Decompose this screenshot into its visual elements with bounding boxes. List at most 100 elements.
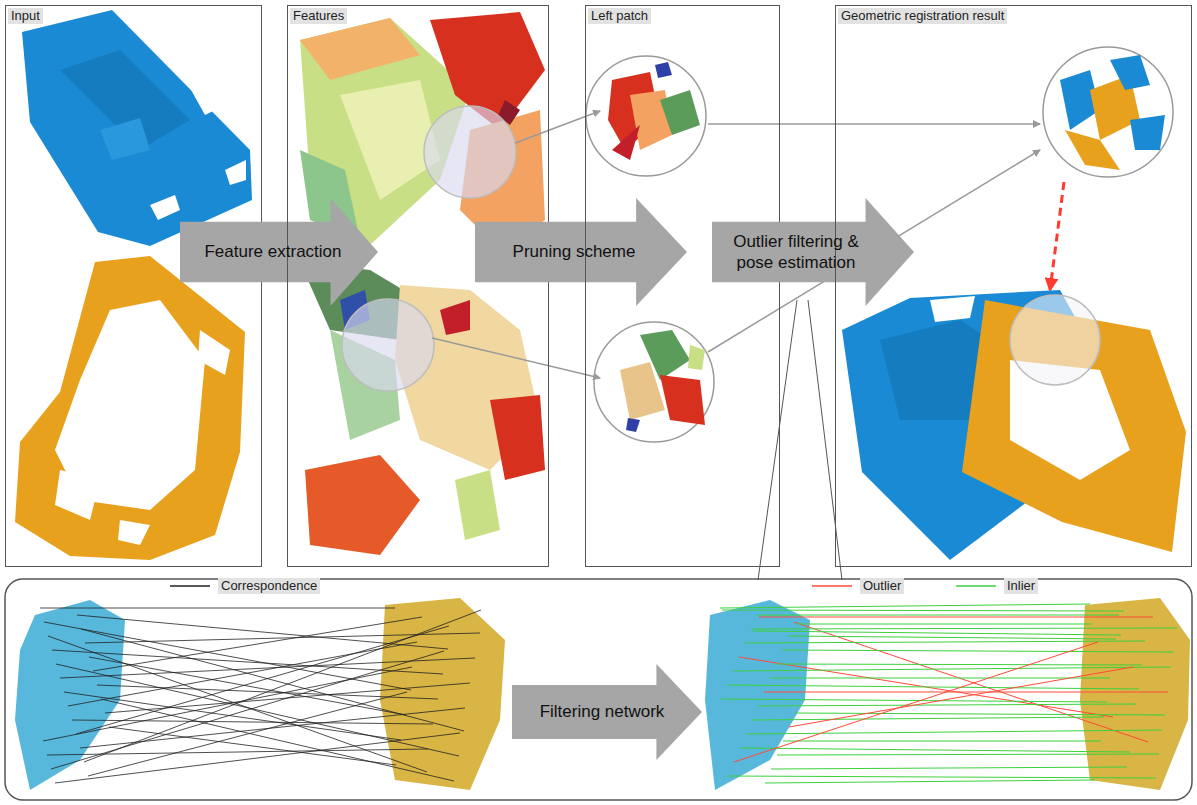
correspondence-line [776, 664, 1142, 665]
source-cloud [22, 10, 252, 246]
legend-text: Outlier [860, 578, 904, 594]
polygon-shape [100, 118, 150, 160]
correspondence-line [795, 713, 1165, 715]
correspondence-line [734, 642, 1098, 762]
correspondence-line [720, 604, 1090, 608]
polygon-shape [15, 600, 125, 790]
legend-line-sample [812, 581, 852, 591]
polygon-shape [612, 125, 640, 160]
correspondence-line [722, 610, 1124, 611]
correspondence-line [758, 704, 1136, 706]
correspondence-line [765, 780, 1095, 783]
patch-top [608, 62, 700, 160]
rect-shape [5, 579, 1192, 800]
line-shape [708, 123, 1040, 125]
panel-heading: Features [290, 8, 347, 24]
correspondence-line [745, 641, 1145, 643]
polygon-shape [55, 470, 100, 520]
circle-shape [1043, 47, 1173, 177]
arrow-text-box: Filtering network [516, 685, 688, 739]
polygon-shape [1065, 130, 1120, 170]
circle-shape [594, 322, 714, 442]
correspondence-line [55, 733, 460, 783]
line-shape [758, 300, 797, 580]
correspondence-line [728, 776, 1156, 778]
correspondence-line [759, 617, 1153, 618]
polygon-shape [150, 195, 180, 220]
arrow-text-box: Pruning scheme [479, 222, 669, 282]
polygon-shape [626, 418, 640, 432]
correspondence-line [757, 615, 1119, 616]
block-arrow: Feature extraction [180, 198, 378, 306]
legend-line [812, 585, 852, 587]
arrow-text-box: Outlier filtering & pose estimation [716, 222, 876, 282]
polygon-shape [15, 256, 245, 560]
panel-box: Input [5, 5, 262, 567]
correspondence-line [72, 720, 433, 724]
arrow-text-box: Feature extraction [184, 222, 362, 282]
correspondence-line [48, 636, 427, 772]
panel-box: Features [287, 5, 549, 567]
arrow-label: Pruning scheme [513, 241, 636, 262]
block-arrow: Pruning scheme [475, 198, 687, 306]
polygon-shape [655, 62, 672, 78]
correspondence-line [752, 717, 1104, 720]
correspondence-line [56, 664, 459, 756]
block-arrow-fill [475, 198, 687, 306]
correspondence-line [782, 650, 1174, 652]
polygon-shape [660, 90, 700, 135]
line-shape [515, 111, 600, 143]
legend-line-sample [956, 581, 996, 591]
panel-box: Left patch [585, 5, 780, 567]
correspondence-line [64, 692, 401, 740]
correspondence-line [733, 667, 1171, 671]
panel-box: Geometric registration result [835, 5, 1192, 567]
target-cloud [15, 256, 245, 560]
merged-cloud [842, 290, 1186, 560]
panel-heading: Left patch [588, 8, 651, 24]
legend-line [956, 585, 996, 587]
polygon-shape [1110, 55, 1150, 90]
correspondence-line [740, 748, 1130, 752]
correspondence-line [788, 636, 1116, 639]
correspondence-line [727, 685, 1139, 689]
polygon-shape [660, 375, 705, 425]
block-arrow-fill [512, 664, 702, 760]
circle-shape [1010, 295, 1100, 385]
arrow-label: Feature extraction [204, 241, 341, 262]
correspondence-line [84, 610, 481, 762]
patch-bottom [620, 330, 705, 432]
line-shape [808, 300, 842, 580]
polygon-shape [198, 330, 230, 375]
correspondence-line [753, 631, 1121, 635]
arrow-label: Filtering network [540, 701, 665, 722]
correspondence-line [43, 667, 412, 741]
correspondence-line [751, 628, 1177, 629]
correspondence-line [783, 741, 1101, 742]
polygon-shape [490, 395, 545, 480]
polygon-shape [440, 300, 470, 335]
correspondence-lines [40, 604, 1177, 783]
polygon-shape [688, 345, 705, 370]
polygon-shape [455, 470, 500, 540]
correspondence-line [80, 708, 465, 748]
correspondence-line [789, 667, 1133, 727]
correspondence-line [68, 642, 417, 706]
legend-item: Inlier [956, 578, 1038, 594]
correspondence-line [89, 657, 406, 715]
correspondence-line [721, 699, 1107, 702]
panel-heading: Input [8, 8, 43, 24]
correspondence-line [51, 651, 444, 769]
correspondence-line [764, 692, 1168, 693]
correspondence-line [794, 622, 1148, 742]
polygon-shape [930, 296, 975, 322]
polygon-shape [225, 160, 246, 185]
correspondence-line [44, 622, 411, 690]
arrow-label: Outlier filtering & pose estimation [716, 231, 876, 273]
line-shape [432, 338, 600, 378]
panel-heading: Geometric registration result [838, 8, 1007, 24]
polygon-shape [1080, 598, 1190, 790]
legend-text: Inlier [1004, 578, 1038, 594]
block-arrow: Outlier filtering & pose estimation [712, 198, 914, 306]
